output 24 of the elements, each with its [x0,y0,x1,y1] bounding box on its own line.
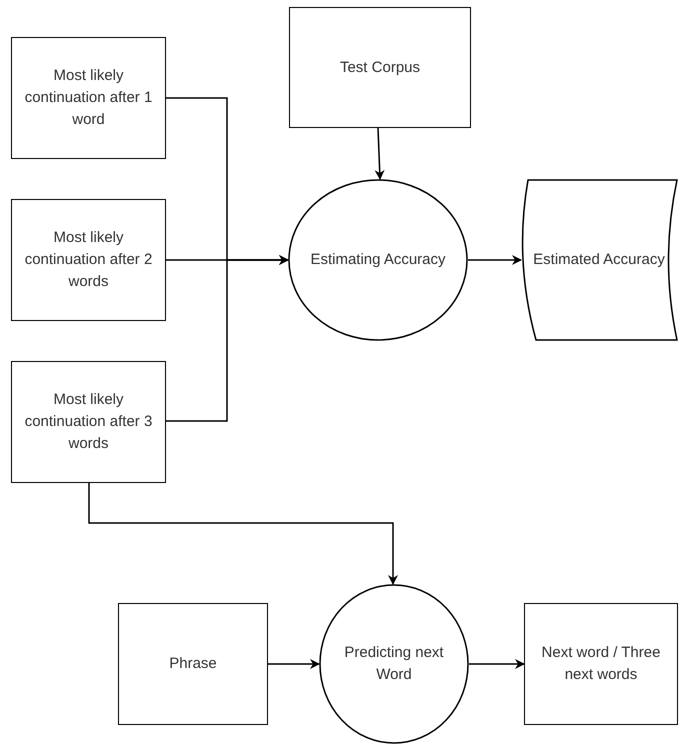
arrow [88,483,398,585]
process-box [289,7,471,128]
arrow [166,255,289,422]
node-label: Most likely continuation after 2 words [24,228,154,292]
process-box [11,199,166,321]
node-label: Most likely continuation after 3 words [24,390,154,454]
node-label: Phrase [169,654,217,674]
process-box [11,361,166,483]
process-box [11,37,166,159]
arrow [374,128,385,180]
node-label: Estimated Accuracy [533,250,665,270]
process-ellipse [288,179,468,341]
process-box [118,603,268,725]
node-label: Most likely continuation after 1 word [24,66,154,130]
process-circle [319,584,469,744]
arrow [468,255,522,265]
process-box [524,603,678,725]
arrow [469,659,525,669]
node-label: Test Corpus [340,58,420,78]
node-label: Predicting next Word [343,643,445,685]
arrow [268,659,320,669]
data-store-shape [520,179,678,341]
node-label: Next word / Three next words [540,643,662,685]
node-label: Estimating Accuracy [310,250,446,270]
